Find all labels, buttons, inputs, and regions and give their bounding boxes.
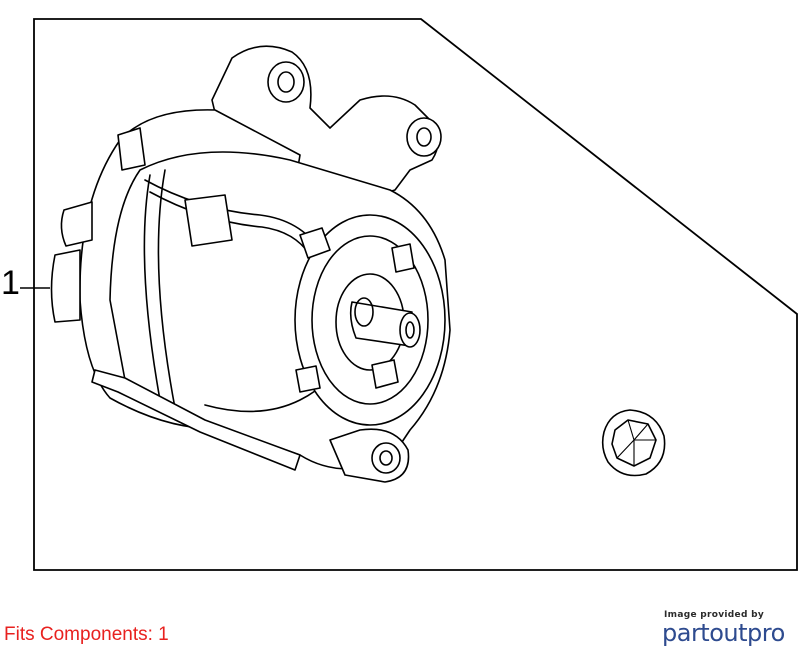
image-credit: Image provided by partoutpro	[662, 610, 792, 645]
partoutpro-logo: partoutpro	[662, 619, 785, 647]
motor-assembly[interactable]	[50, 45, 451, 483]
parts-diagram	[20, 18, 798, 571]
image-credit-text: Image provided by	[664, 610, 765, 620]
fits-components-label: Fits Components:	[4, 624, 159, 645]
callout-number-1[interactable]: 1	[1, 264, 20, 302]
fits-components-value: 1	[158, 624, 169, 645]
fits-components-text: Fits Components: 1	[4, 624, 169, 646]
diagram-frame	[33, 18, 798, 571]
hex-flange-nut[interactable]	[601, 409, 666, 477]
